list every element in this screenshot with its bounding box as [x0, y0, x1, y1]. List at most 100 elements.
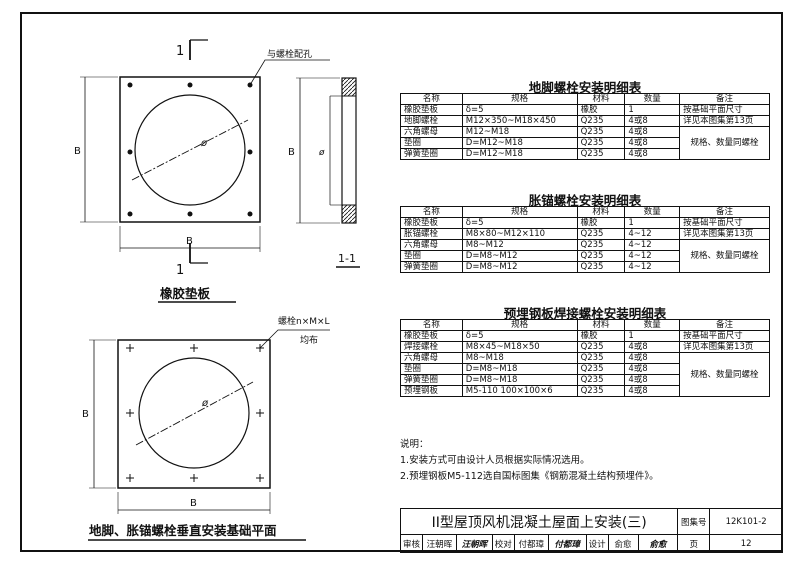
cell-remark: 按基础平面尺寸 [679, 330, 770, 342]
cell-material: Q235 [576, 250, 626, 262]
table1-title: 地脚螺栓安装明细表 [528, 80, 642, 95]
cell-qty: 4或8 [624, 115, 681, 127]
table-row: 六角螺母 M8~M12 Q235 4~12 规格、数量同螺栓 [400, 239, 770, 273]
cell-qty: 1 [624, 217, 681, 229]
cell-material: 橡胶 [576, 217, 626, 229]
cell-name: 垫圈 [400, 250, 463, 262]
pad-leader-note: 与螺栓配孔 [267, 48, 312, 60]
cell-name: 焊接螺栓 [400, 341, 463, 353]
cell-spec: δ=5 [461, 217, 578, 229]
cell-name: 地脚螺栓 [400, 115, 463, 127]
cell-qty: 4~12 [624, 250, 681, 262]
cell-qty: 1 [624, 104, 681, 116]
table-row: 焊接螺栓 M8×45~M18×50 Q235 4或8 详见本图集第13页 [400, 341, 770, 353]
table-row: 垫圈 D=M12~M18 Q235 4或8 [400, 137, 770, 149]
col-header: 材料 [576, 319, 626, 331]
cell-qty: 4或8 [624, 352, 681, 364]
cell-qty: 4或8 [624, 341, 681, 353]
cell-spec: D=M12~M18 [461, 148, 578, 160]
section-label: 1-1 [338, 252, 356, 265]
table-row: 垫圈 D=M8~M12 Q235 4~12 [400, 250, 770, 262]
cell-material: Q235 [576, 228, 626, 240]
cell-spec: D=M8~M18 [461, 374, 578, 386]
cell-name: 胀锚螺栓 [400, 228, 463, 240]
cell-name: 垫圈 [400, 137, 463, 149]
table-row: 六角螺母 M12~M18 Q235 4或8 规格、数量同螺栓 [400, 126, 770, 160]
note-item: 1.安装方式可由设计人员根据实际情况选用。 [400, 455, 590, 466]
cell-material: 橡胶 [576, 104, 626, 116]
foundation-dim-b-bottom: B [190, 498, 197, 509]
cell-name: 弹簧垫圈 [400, 374, 463, 386]
cell-merged-remark: 规格、数量同螺栓 [679, 239, 770, 273]
cell-material: Q235 [576, 239, 626, 251]
notes-heading: 说明： [400, 439, 429, 450]
cell-qty: 4或8 [624, 148, 681, 160]
cell-remark: 详见本图集第13页 [679, 228, 770, 240]
cell-merged-remark: 规格、数量同螺栓 [679, 352, 770, 397]
cell-material: Q235 [576, 148, 626, 160]
cell-name: 弹簧垫圈 [400, 261, 463, 273]
cell-qty: 4或8 [624, 385, 681, 397]
foundation-plan-title: 地脚、胀锚螺栓垂直安装基础平面 [89, 523, 277, 538]
cell-material: Q235 [576, 261, 626, 273]
col-header: 数量 [624, 319, 681, 331]
checker-signature: 付都璋 [547, 534, 587, 553]
table-row: 弹簧垫圈 D=M8~M18 Q235 4或8 [400, 374, 770, 386]
cell-remark: 详见本图集第13页 [679, 115, 770, 127]
table-row: 橡胶垫板 δ=5 橡胶 1 按基础平面尺寸 [400, 330, 770, 342]
title-block: II型屋顶风机混凝土屋面上安装(三) 图集号 12K101-2 审核 汪朝晖 汪… [399, 508, 783, 553]
cell-spec: M12~M18 [461, 126, 578, 138]
note-item: 2.预埋钢板M5-112选自国标图集《钢筋混凝土结构预埋件》。 [400, 471, 659, 482]
leader-line [249, 59, 330, 86]
cell-name: 六角螺母 [400, 239, 463, 251]
section-dim-b: B [288, 147, 295, 158]
section-diameter-symbol: ø [318, 148, 325, 158]
bolt-markers [126, 344, 264, 482]
table-header-row: 名称 规格 材料 数量 备注 [400, 206, 770, 218]
cell-qty: 4或8 [624, 126, 681, 138]
cell-spec: M8×80~M12×110 [461, 228, 578, 240]
cell-name: 六角螺母 [400, 352, 463, 364]
cell-name: 预埋钢板 [400, 385, 463, 397]
section-1-1 [296, 77, 357, 224]
cell-qty: 4~12 [624, 228, 681, 240]
cell-material: Q235 [576, 352, 626, 364]
cell-name: 垫圈 [400, 363, 463, 375]
table-row: 六角螺母 M8~M18 Q235 4或8 规格、数量同螺栓 [400, 352, 770, 397]
col-header: 名称 [400, 319, 463, 331]
col-header: 规格 [461, 206, 578, 218]
cell-merged-remark: 规格、数量同螺栓 [679, 126, 770, 160]
cell-qty: 4或8 [624, 374, 681, 386]
review-label: 审核 [400, 534, 423, 553]
pad-dim-b-left: B [74, 146, 81, 157]
foundation-opening-circle [138, 357, 250, 469]
cell-remark: 按基础平面尺寸 [679, 217, 770, 229]
cell-spec: M5-110 100×100×6 [461, 385, 578, 397]
col-header: 备注 [679, 206, 770, 218]
reviewer-name: 汪朝晖 [421, 534, 457, 553]
atlas-number: 12K101-2 [709, 508, 783, 535]
pad-outline [119, 76, 261, 223]
col-header: 数量 [624, 93, 681, 105]
expansion-bolt-table: 名称 规格 材料 数量 备注 橡胶垫板 δ=5 橡胶 1 按基础平面尺寸 胀锚螺… [400, 206, 770, 273]
foundation-leader-line [259, 329, 330, 349]
design-label: 设计 [585, 534, 609, 553]
designer-name: 俞愈 [607, 534, 639, 553]
cell-spec: δ=5 [461, 104, 578, 116]
cell-qty: 4或8 [624, 363, 681, 375]
diameter-line [131, 119, 249, 181]
cell-material: Q235 [576, 363, 626, 375]
designer-signature: 俞愈 [637, 534, 679, 553]
cell-material: Q235 [576, 115, 626, 127]
cell-material: Q235 [576, 374, 626, 386]
page-number: 12 [709, 534, 783, 553]
cell-material: 橡胶 [576, 330, 626, 342]
foundation-leader-note-1: 螺栓n×M×L [278, 315, 330, 327]
col-header: 数量 [624, 206, 681, 218]
foundation-leader-note-2: 均布 [300, 334, 318, 346]
cell-name: 橡胶垫板 [400, 104, 463, 116]
foundation-dim-b-left: B [82, 409, 89, 420]
cell-spec: D=M12~M18 [461, 137, 578, 149]
cell-qty: 4~12 [624, 261, 681, 273]
